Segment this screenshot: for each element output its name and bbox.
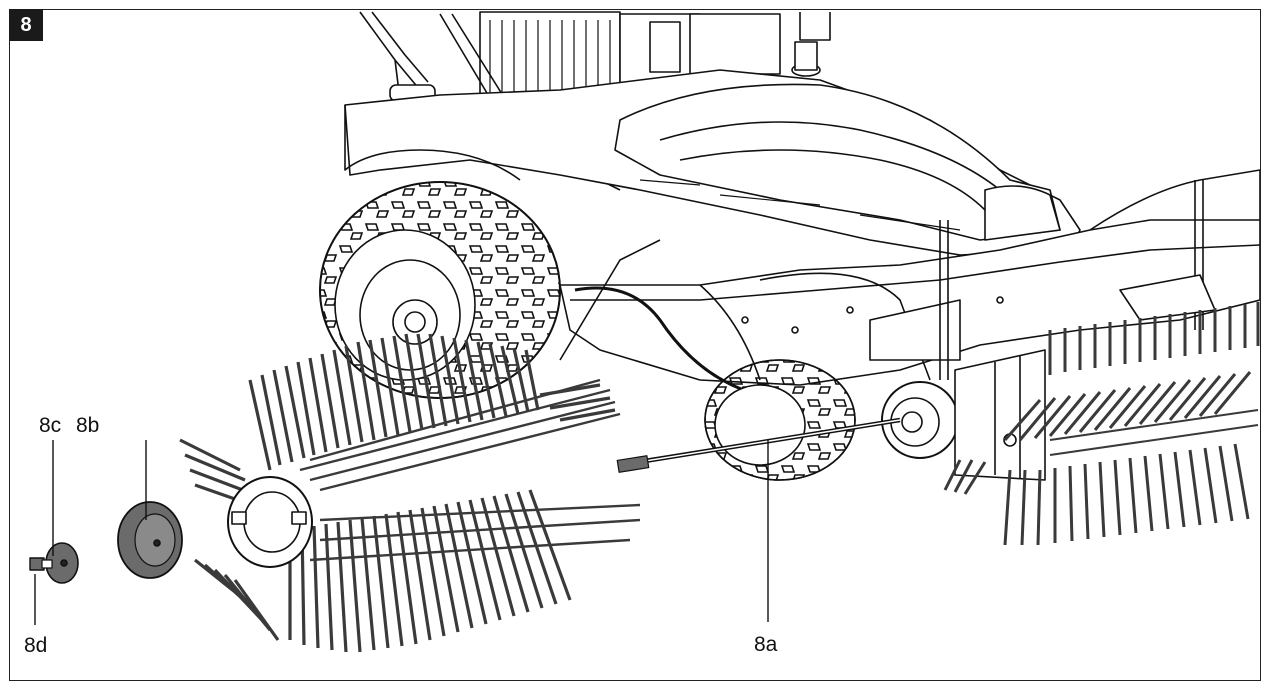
callout-8c: 8c [39,414,62,437]
support-wheel [704,359,856,481]
brush-end-ring [227,476,313,568]
chassis-shell [344,69,1081,256]
bolt-8d [29,557,53,571]
callout-8d: 8d [24,634,48,657]
left-brush-roller [179,333,641,653]
drive-wheel [319,181,561,399]
figure-number-badge: 8 [9,9,43,41]
bearing-hub [881,381,959,459]
callout-8b: 8b [76,414,100,437]
callout-8a: 8a [754,633,778,656]
right-brush-section [943,302,1260,546]
shaft-8a [616,417,901,473]
callout-leaders [34,440,769,625]
side-bracket [869,180,1216,481]
cap-8b [117,501,183,579]
